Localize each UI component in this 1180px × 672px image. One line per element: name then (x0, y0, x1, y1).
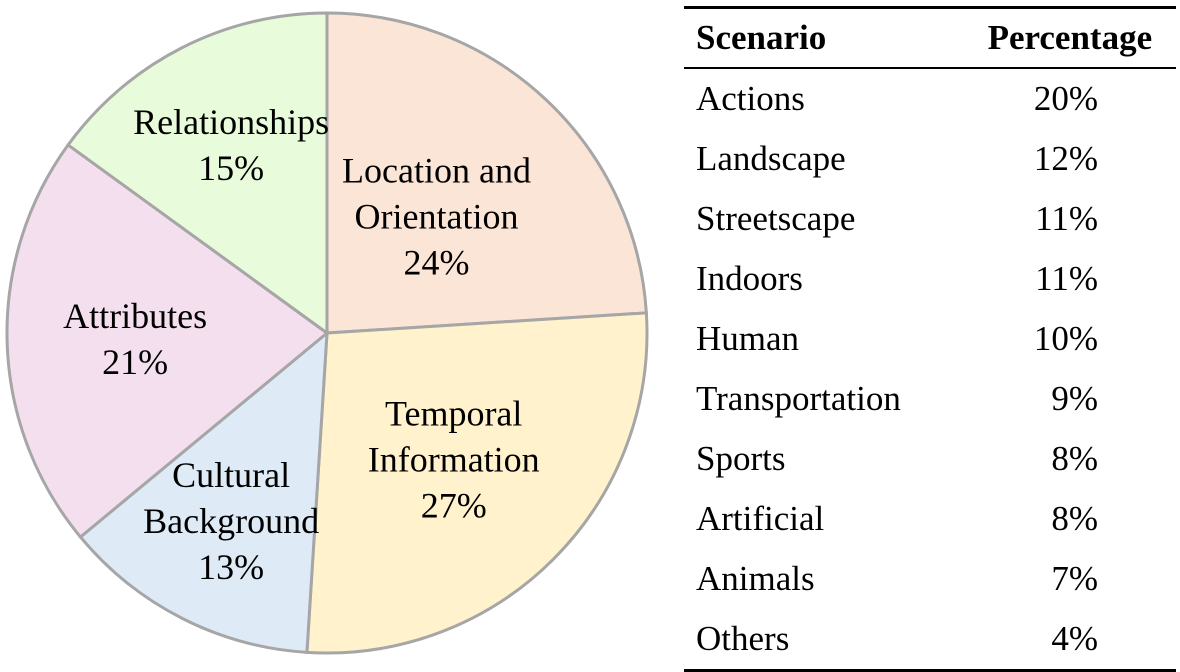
percentage-cell: 12% (1033, 139, 1098, 178)
pie-category-label: Orientation (355, 196, 519, 236)
scenario-cell: Artificial (696, 499, 825, 538)
percentage-cell: 8% (1051, 439, 1098, 478)
scenario-cell: Landscape (696, 139, 846, 178)
table-row: Human 10% (684, 309, 1176, 369)
percentage-cell: 20% (1033, 79, 1098, 118)
percentage-cell: 8% (1051, 499, 1098, 538)
pie-label-attributes: Attributes 21% (63, 296, 207, 382)
table-row: Landscape 12% (684, 129, 1176, 189)
pie-slice-location-and-orientation (325, 11, 648, 335)
table-row: Sports 8% (684, 429, 1176, 489)
pie-value-label: 13% (198, 547, 264, 587)
table-header-row: Scenario Percentage (684, 6, 1176, 69)
pie-category-label: Information (368, 440, 540, 480)
table-row: Others 4% (684, 609, 1176, 672)
pie-value-label: 27% (421, 486, 487, 526)
pie-slice-temporal-information (305, 311, 649, 655)
scenario-cell: Human (696, 319, 800, 358)
scenario-cell: Streetscape (696, 199, 856, 238)
pie-slices (5, 11, 649, 655)
pie-slice-cultural-background (78, 329, 329, 654)
table-row: Transportation 9% (684, 369, 1176, 429)
pie-value-label: 15% (198, 148, 264, 188)
scenario-cell: Indoors (696, 259, 803, 298)
percentage-cell: 11% (1035, 199, 1098, 238)
percentage-cell: 7% (1051, 559, 1098, 598)
table-row: Indoors 11% (684, 249, 1176, 309)
pie-category-label: Location and (342, 150, 531, 190)
pie-label-relationships: Relationships 15% (133, 102, 329, 188)
table-row: Streetscape 11% (684, 189, 1176, 249)
header-scenario: Scenario (684, 6, 964, 69)
header-percentage: Percentage (963, 6, 1176, 69)
pie-slice-attributes (5, 142, 330, 540)
percentage-cell: 4% (963, 609, 1176, 672)
pie-category-label: Cultural (172, 455, 290, 495)
scenario-cell: Transportation (696, 379, 901, 418)
percentage-cell: 10% (1033, 319, 1098, 358)
pie-category-label: Temporal (385, 394, 522, 434)
scenario-cell: Others (684, 609, 964, 672)
pie-slice-relationships (66, 11, 329, 336)
scenario-cell: Actions (696, 79, 805, 118)
scenario-table: Scenario Percentage Actions 20% Landscap… (684, 6, 1176, 672)
pie-category-label: Attributes (63, 296, 207, 336)
table-row: Animals 7% (684, 549, 1176, 609)
pie-category-label: Relationships (133, 102, 329, 142)
scenario-cell: Sports (696, 439, 786, 478)
table-row: Artificial 8% (684, 489, 1176, 549)
pie-value-label: 24% (404, 242, 470, 282)
pie-category-label: Background (143, 501, 319, 541)
pie-value-label: 21% (102, 342, 168, 382)
scenario-cell: Animals (696, 559, 815, 598)
percentage-cell: 11% (1035, 259, 1098, 298)
table-row: Actions 20% (684, 68, 1176, 129)
percentage-cell: 9% (1051, 379, 1098, 418)
